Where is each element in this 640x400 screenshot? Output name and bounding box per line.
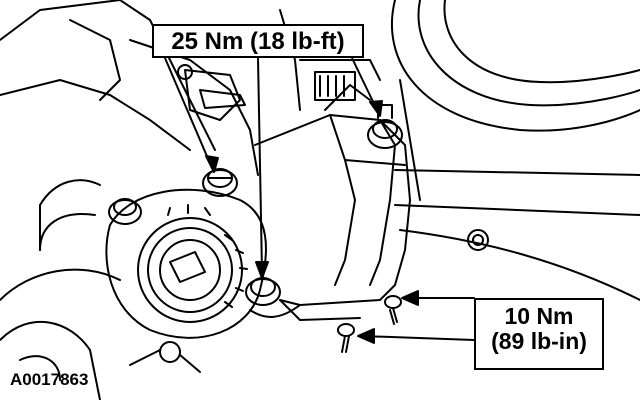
bolt-lower-center — [245, 277, 281, 306]
torque-value-metric: 10 Nm — [504, 303, 574, 329]
hose-and-cover — [0, 179, 201, 400]
bolt-small-right — [384, 295, 402, 325]
seal-flange — [105, 188, 267, 339]
bolt-upper-left — [108, 198, 142, 225]
bolt-small-lower — [337, 323, 355, 353]
torque-callout-upper-bolts: 25 Nm (18 lb-ft) — [152, 24, 364, 58]
leader-arrowheads — [205, 100, 419, 344]
leader-lines — [164, 57, 475, 341]
figure-id-label: A0017863 — [10, 370, 89, 389]
torque-callout-lower-bolts: 10 Nm (89 lb-in) — [474, 298, 604, 370]
bolt-upper-center — [202, 168, 238, 197]
pulley-housing — [390, 0, 640, 301]
torque-value-imperial: (89 lb-in) — [491, 328, 587, 355]
